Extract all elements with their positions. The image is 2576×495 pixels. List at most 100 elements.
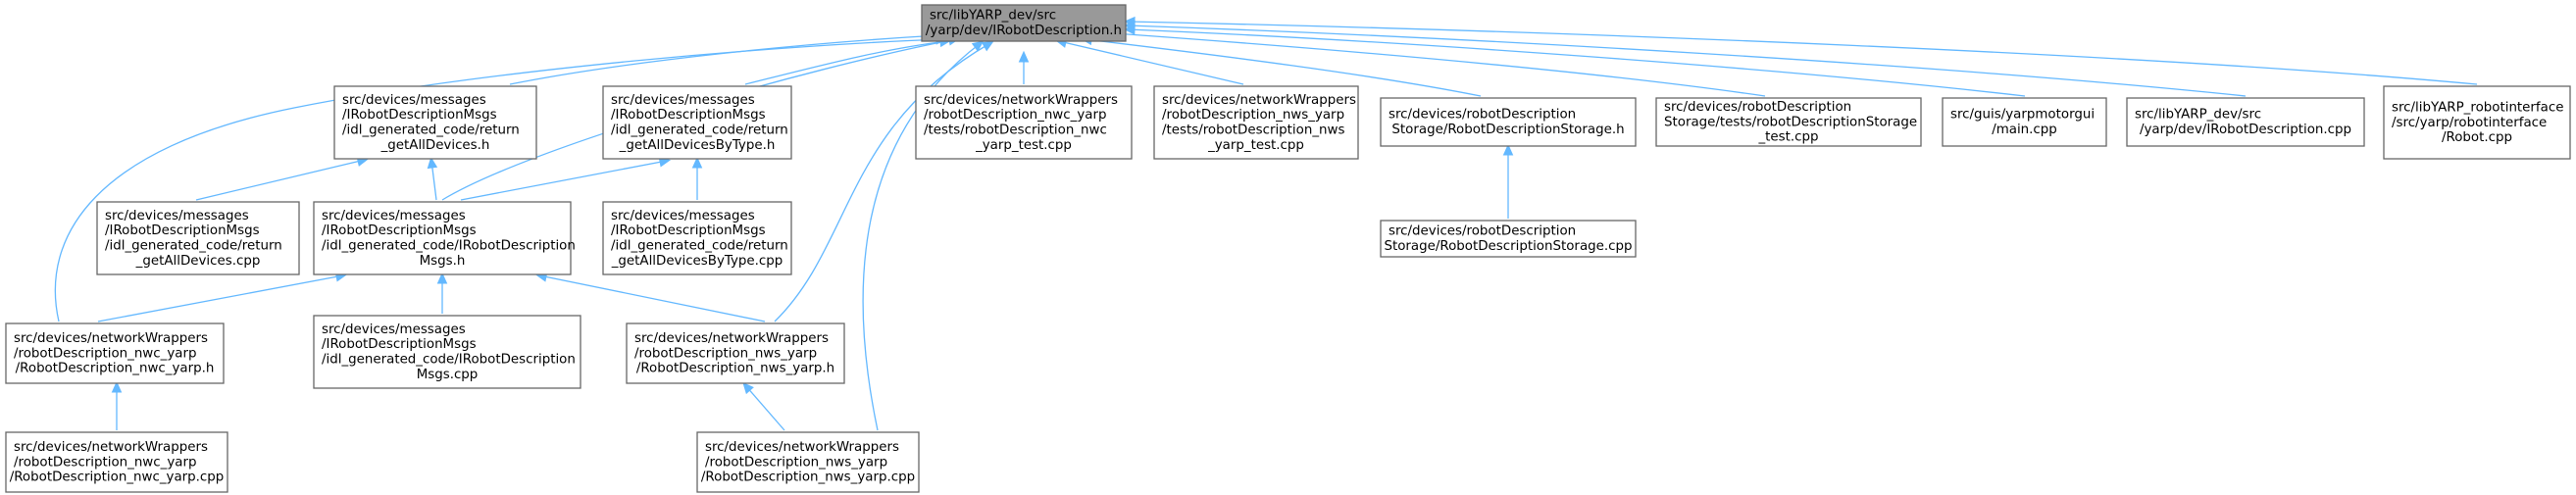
- edge-line: [1113, 32, 1766, 97]
- edge-nwc-test-to-root: [1018, 50, 1030, 84]
- node-nws-cpp[interactable]: src/devices/networkWrappers/robotDescrip…: [696, 431, 920, 493]
- node-box: [602, 201, 792, 275]
- node-nwc-cpp[interactable]: src/devices/networkWrappers/robotDescrip…: [5, 431, 228, 493]
- node-label-line: src/devices/networkWrappers: [705, 440, 899, 455]
- node-label-line: Msgs.cpp: [417, 368, 479, 382]
- edge-line: [1058, 40, 1244, 85]
- node-box: [333, 85, 537, 160]
- edge-nws-h-to-root: [774, 40, 994, 322]
- node-box: [5, 431, 228, 493]
- node-label-line: src/libYARP_dev/src: [930, 9, 1056, 24]
- node-ret-all-h[interactable]: src/devices/messages/IRobotDescriptionMs…: [333, 85, 537, 160]
- edge-line: [538, 274, 766, 322]
- node-irobot-cpp[interactable]: src/libYARP_dev/src/yarp/dev/IRobotDescr…: [2126, 97, 2365, 147]
- node-label-line: _getAllDevices.h: [380, 138, 490, 153]
- edge-robot-cpp-to-root: [1123, 16, 2478, 85]
- node-label-line: /main.cpp: [1992, 123, 2057, 137]
- edge-line: [1127, 28, 2026, 97]
- node-label-line: Msgs.h: [420, 254, 466, 269]
- node-label-line: _getAllDevicesByType.h: [619, 138, 776, 153]
- node-label-line: src/devices/networkWrappers: [924, 93, 1118, 108]
- node-label-line: _test.cpp: [1757, 130, 1818, 145]
- node-label-line: /robotDescription_nwc_yarp: [924, 108, 1106, 123]
- node-label-line: /tests/robotDescription_nws: [1162, 124, 1344, 138]
- edge-arrowhead: [436, 272, 448, 284]
- edge-ret-type-h-to-root: [744, 36, 952, 85]
- node-label-line: src/devices/networkWrappers: [634, 331, 829, 346]
- edge-arrowhead: [427, 156, 438, 170]
- node-ret-type-cpp[interactable]: src/devices/messages/IRobotDescriptionMs…: [602, 201, 792, 275]
- edge-nws-test-to-root: [1054, 37, 1244, 85]
- edge-line: [54, 38, 944, 322]
- node-msgs-cpp[interactable]: src/devices/messages/IRobotDescriptionMs…: [313, 315, 581, 389]
- node-label-line: _yarp_test.cpp: [1207, 138, 1304, 153]
- node-nwc-h[interactable]: src/devices/networkWrappers/robotDescrip…: [5, 322, 225, 384]
- node-label-line: src/devices/networkWrappers: [1162, 93, 1356, 108]
- node-box: [1380, 97, 1637, 147]
- node-root: src/libYARP_dev/src/yarp/dev/IRobotDescr…: [921, 4, 1127, 42]
- edge-line: [744, 40, 948, 85]
- edge-arrowhead: [971, 40, 985, 52]
- node-box: [313, 201, 572, 275]
- node-storage-h[interactable]: src/devices/robotDescriptionStorage/Robo…: [1380, 97, 1637, 147]
- node-msgs-h[interactable]: src/devices/messages/IRobotDescriptionMs…: [313, 201, 576, 275]
- node-ret-all-cpp[interactable]: src/devices/messages/IRobotDescriptionMs…: [96, 201, 300, 275]
- node-robot-cpp[interactable]: src/libYARP_robotinterface/src/yarp/robo…: [2383, 85, 2571, 160]
- node-nwc-test[interactable]: src/devices/networkWrappers/robotDescrip…: [915, 85, 1133, 160]
- node-label-line: /IRobotDescriptionMsgs: [611, 108, 766, 123]
- edges-layer: [54, 16, 2478, 431]
- node-label-line: /robotDescription_nws_yarp: [1162, 108, 1344, 123]
- node-label-line: /src/yarp/robotinterface: [2392, 116, 2547, 130]
- node-label-line: Storage/RobotDescriptionStorage.cpp: [1384, 239, 1632, 254]
- node-label-line: _getAllDevicesByType.cpp: [611, 254, 783, 269]
- node-label-line: /idl_generated_code/return: [342, 124, 520, 138]
- node-motorgui[interactable]: src/guis/yarpmotorgui/main.cpp: [1942, 97, 2107, 147]
- node-nws-test[interactable]: src/devices/networkWrappers/robotDescrip…: [1153, 85, 1359, 160]
- node-label-line: /idl_generated_code/return: [611, 239, 788, 254]
- node-box: [1655, 97, 1922, 147]
- node-box: [915, 85, 1133, 160]
- edge-msgs-h-to-ret-all-h: [427, 156, 438, 201]
- node-box: [2126, 97, 2365, 147]
- edge-arrowhead: [691, 156, 703, 169]
- edge-nwc-h-to-root: [54, 34, 948, 322]
- node-label-line: src/devices/messages: [105, 209, 249, 223]
- node-nws-h[interactable]: src/devices/networkWrappers/robotDescrip…: [626, 322, 845, 384]
- node-ret-type-h[interactable]: src/devices/messages/IRobotDescriptionMs…: [602, 85, 792, 160]
- node-box: [602, 85, 792, 160]
- node-box: [1380, 220, 1637, 258]
- node-label-line: src/devices/robotDescription: [1389, 108, 1576, 123]
- node-label-line: _getAllDevices.cpp: [135, 254, 261, 269]
- node-label-line: /tests/robotDescription_nwc: [924, 124, 1107, 138]
- node-label-line: /IRobotDescriptionMsgs: [322, 337, 477, 352]
- edge-arrowhead: [981, 40, 994, 52]
- node-label-line: /RobotDescription_nws_yarp.cpp: [701, 470, 915, 485]
- node-label-line: /IRobotDescriptionMsgs: [105, 223, 260, 238]
- node-box: [696, 431, 920, 493]
- edge-nwc-cpp-to-nwc-h: [111, 380, 123, 430]
- node-storage-test[interactable]: src/devices/robotDescriptionStorage/test…: [1655, 97, 1922, 147]
- node-label-line: src/libYARP_robotinterface: [2392, 101, 2563, 116]
- node-label-line: /idl_generated_code/return: [611, 124, 788, 138]
- edge-line: [774, 42, 991, 322]
- node-storage-cpp[interactable]: src/devices/robotDescriptionStorage/Robo…: [1380, 220, 1637, 258]
- node-box: [2383, 85, 2571, 160]
- node-label-line: /RobotDescription_nwc_yarp.h: [16, 362, 215, 376]
- node-label-line: src/devices/messages: [611, 93, 755, 108]
- node-box: [626, 322, 845, 384]
- edge-line: [460, 160, 668, 201]
- node-box: [5, 322, 225, 384]
- edge-nws-h-to-msgs-h: [534, 272, 766, 322]
- nodes-layer: src/libYARP_dev/src/yarp/dev/IRobotDescr…: [5, 4, 2571, 493]
- node-label-line: src/libYARP_dev/src: [2135, 108, 2261, 123]
- node-label-line: src/devices/messages: [322, 322, 466, 337]
- node-label-line: /robotDescription_nws_yarp: [634, 346, 817, 361]
- node-label-line: /RobotDescription_nwc_yarp.cpp: [10, 470, 225, 485]
- edge-nwc-h-to-msgs-h: [97, 272, 348, 322]
- node-label-line: src/devices/messages: [342, 93, 486, 108]
- edge-line: [195, 159, 366, 201]
- edge-ret-all-h-to-root: [509, 30, 944, 85]
- edge-nws-cpp-to-nws-h: [742, 381, 785, 431]
- edge-line: [97, 274, 344, 322]
- node-box: [96, 201, 300, 275]
